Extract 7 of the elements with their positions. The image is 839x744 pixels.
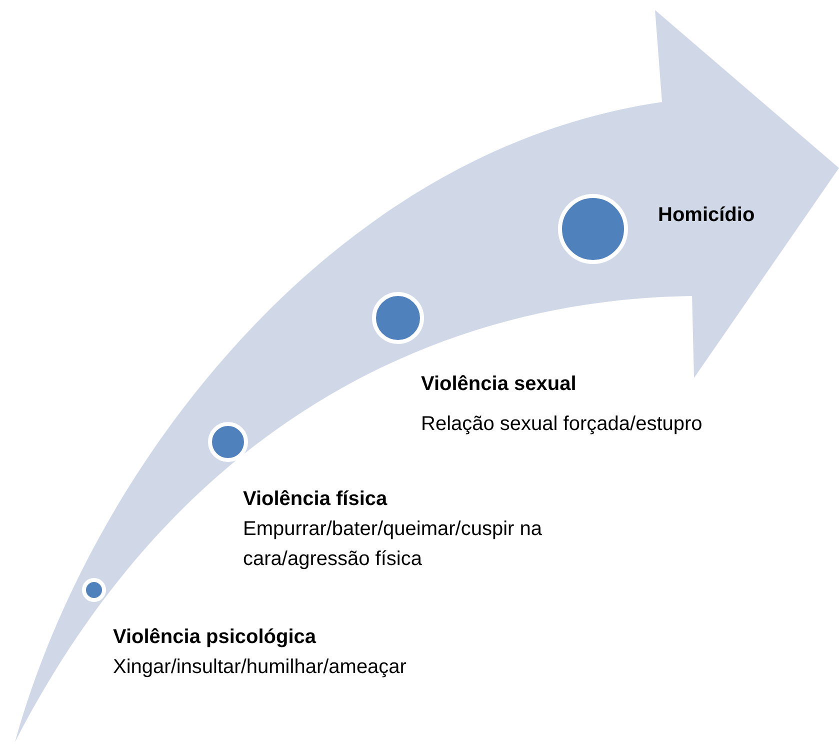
stage-description: Xingar/insultar/humilhar/ameaçar (113, 655, 406, 680)
stage-heading: Homicídio (658, 203, 755, 228)
stage-heading: Violência psicológica (113, 625, 316, 650)
stage-heading: Violência sexual (421, 372, 576, 397)
stage-description: Relação sexual forçada/estupro (421, 412, 702, 437)
stage-description: Empurrar/bater/queimar/cuspir na cara/agressão física (243, 517, 544, 572)
stage-heading: Violência física (243, 487, 388, 512)
